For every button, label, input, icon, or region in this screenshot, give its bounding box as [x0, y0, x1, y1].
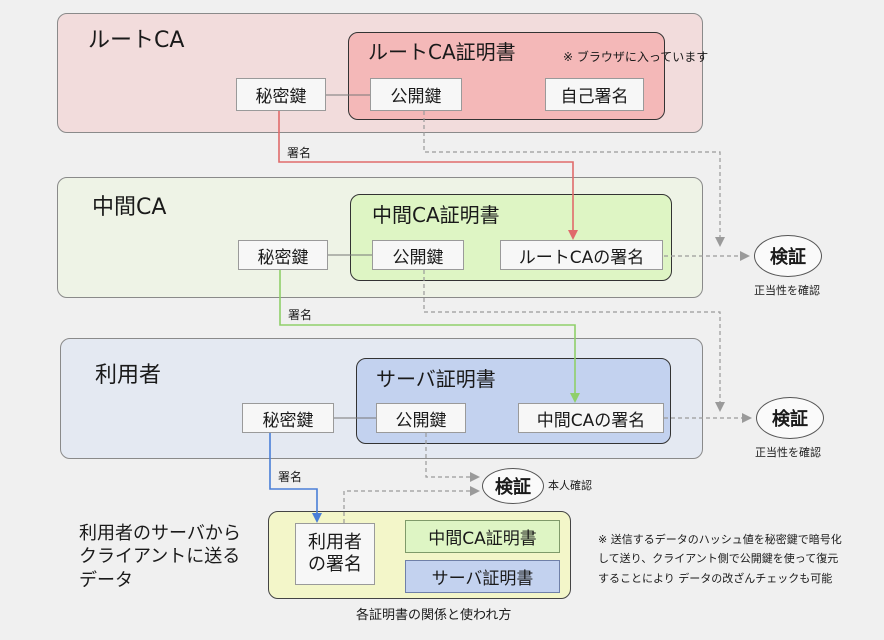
sent-caption: 利用者のサーバから クライアントに送る データ — [79, 522, 241, 592]
sent-footnote-line-3: することにより データの改ざんチェックも可能 — [598, 571, 833, 585]
verify-intermediate-signature: 検証 — [756, 397, 824, 439]
verify-root-signature-note: 正当性を確認 — [754, 284, 820, 297]
sent-caption-line-1: 利用者のサーバから — [79, 523, 241, 544]
sent-server-cert: サーバ証明書 — [405, 560, 560, 593]
user-signature-line-1: 利用者 — [308, 531, 362, 553]
user-signature-line-2: の署名 — [308, 554, 362, 575]
root-private-key: 秘密鍵 — [236, 78, 326, 111]
user-title: 利用者 — [95, 363, 162, 388]
verify-root-signature: 検証 — [754, 235, 822, 277]
diagram-footer: 各証明書の関係と使われ方 — [356, 608, 512, 623]
intermediate-root-signature: ルートCAの署名 — [500, 240, 663, 270]
verify-user-signature: 検証 — [482, 468, 544, 504]
intermediate-public-key: 公開鍵 — [372, 240, 464, 270]
root-ca-cert-note: ※ ブラウザに入っています — [563, 50, 709, 64]
sent-intermediate-cert: 中間CA証明書 — [405, 520, 560, 553]
user-private-key: 秘密鍵 — [242, 403, 334, 433]
intermediate-sign-arrow — [279, 270, 580, 403]
user-signature-box: 利用者 の署名 — [295, 523, 375, 585]
root-public-key: 公開鍵 — [370, 78, 462, 111]
sent-footnote-line-2: して送り、クライアント側で公開鍵を使って復元 — [598, 552, 839, 566]
intermediate-ca-title: 中間CA — [92, 195, 167, 220]
root-ca-cert-title: ルートCA証明書 — [368, 40, 516, 64]
user-signature-verify-path — [343, 486, 480, 523]
root-self-signature: 自己署名 — [545, 78, 644, 111]
verify-user-signature-note: 本人確認 — [548, 479, 592, 492]
sent-caption-line-2: クライアントに送る — [79, 546, 241, 568]
root-sign-arrow — [278, 111, 578, 240]
intermediate-public-key-verify-path — [423, 270, 725, 412]
user-public-key-verify-path — [425, 433, 480, 482]
user-sign-label: 署名 — [278, 470, 303, 484]
intermediate-sign-label: 署名 — [288, 308, 313, 322]
user-public-key: 公開鍵 — [376, 403, 466, 433]
root-ca-title: ルートCA — [88, 28, 185, 53]
root-public-key-verify-path — [423, 111, 725, 247]
intermediate-ca-cert-title: 中間CA証明書 — [372, 203, 500, 227]
server-cert-title: サーバ証明書 — [376, 367, 496, 391]
user-sign-arrow — [269, 433, 322, 523]
sent-footnote: ※ 送信するデータのハッシュ値を秘密鍵で暗号化 して送り、クライアント側で公開鍵… — [598, 530, 842, 588]
intermediate-private-key: 秘密鍵 — [238, 240, 328, 270]
user-intermediate-signature: 中間CAの署名 — [518, 403, 664, 433]
sent-caption-line-3: データ — [79, 569, 133, 591]
sent-footnote-line-1: ※ 送信するデータのハッシュ値を秘密鍵で暗号化 — [598, 533, 842, 546]
verify-intermediate-signature-note: 正当性を確認 — [755, 446, 821, 459]
root-sign-label: 署名 — [287, 146, 312, 160]
